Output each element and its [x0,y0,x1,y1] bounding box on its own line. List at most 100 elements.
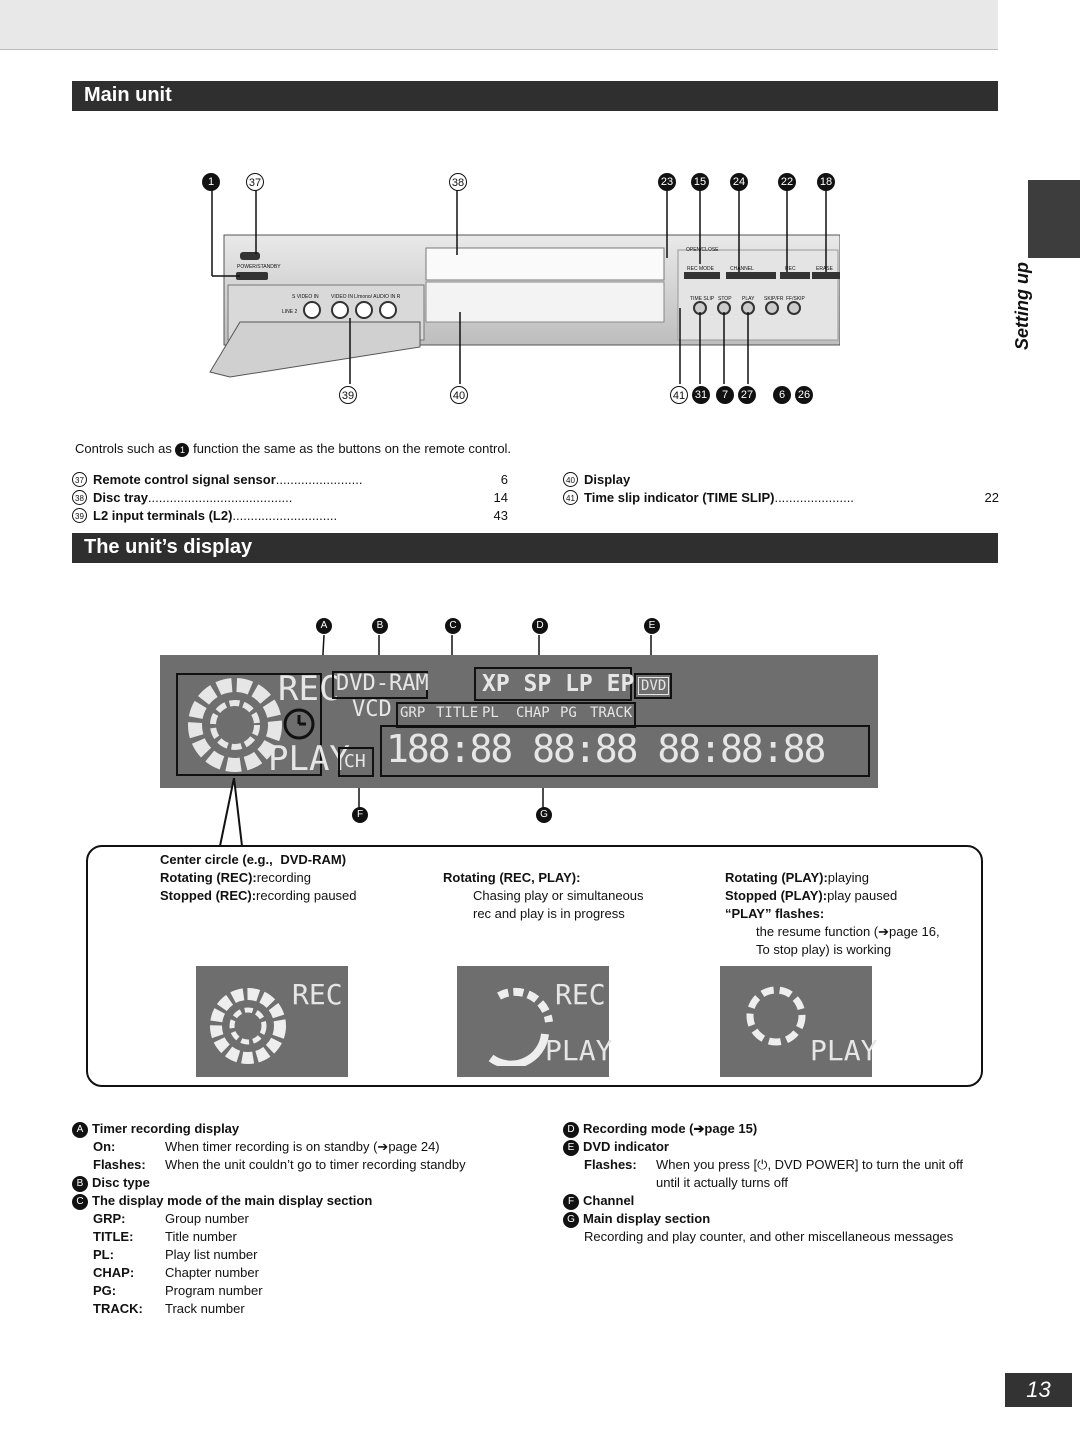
callout-number: 22 [778,173,796,191]
rec-mode-box [474,667,632,701]
panel-label: REC MODE [687,266,714,272]
display-rec: REC [278,669,340,709]
legend-mode-row: CHAP:Chapter number [93,1265,259,1280]
panel-label: L/mono/ AUDIO IN R [354,294,401,300]
legend-mode-row: PG:Program number [93,1283,263,1298]
item-page: 6 [500,472,508,487]
callout-col2-line1: Chasing play or simultaneous [473,888,644,903]
display-vcd: VCD [352,697,392,722]
panel-label: FF/SKIP [786,296,805,302]
panel-label: SKIP/FR [764,296,784,302]
item-dots [630,472,999,490]
callout-col3-line3: “PLAY” flashes: [725,906,825,921]
panel-label: ERASE [816,266,833,272]
display-track: TRACK [590,705,633,721]
side-label: Setting up [1012,262,1032,350]
thumb-rec-label: REC [555,978,606,1011]
callout-number: 6 [773,386,791,404]
legend-mode-row: TITLE:Title number [93,1229,237,1244]
timer-clock-icon [283,708,315,740]
thumb-rec-label: REC [292,978,343,1011]
callout-number: 37 [246,173,264,191]
callout-col1-head-a: Center circle (e.g., [160,852,273,867]
item-label: L2 input terminals (L2) [93,508,233,523]
display-segments: 188:88 88:88 88:88:88 [386,727,826,771]
item-label: Remote control signal sensor [93,472,276,487]
callout-col3-line2: Stopped (PLAY):play paused [725,888,898,903]
legend-a-flashes: Flashes:When the unit couldn’t go to tim… [93,1157,466,1172]
callout-number: 40 [450,386,468,404]
callout-number: 41 [670,386,688,404]
thumb-play-label: PLAY [810,1034,878,1067]
panel-label: VIDEO IN [331,294,353,300]
item-row: 39 L2 input terminals (L2) .............… [72,508,508,526]
item-row: 40 Display [563,472,999,490]
item-label: Time slip indicator (TIME SLIP) [584,490,775,505]
display-chap: CHAP [516,705,550,721]
controls-note-tail: function the same as the buttons on the … [193,441,512,456]
item-page: 22 [984,490,999,505]
item-page: 43 [493,508,508,523]
front-panel-drawing [209,190,868,384]
item-number: 38 [72,490,87,505]
item-dots: ...................... [774,490,854,505]
panel-label: PLAY [742,296,755,302]
thumb-play-label: PLAY [545,1034,613,1067]
callout-number: 15 [691,173,709,191]
display-pg: PG [560,705,577,721]
panel-label: TIME SLIP [690,296,715,302]
section-heading-main-unit: Main unit [72,81,998,111]
center-circle-callout [86,845,983,1087]
display-letter: G [536,807,552,823]
controls-note: Controls such as 1 function the same as … [75,441,511,457]
callout-pointer [218,778,244,847]
panel-label: REC [785,266,796,272]
thumb-play-rotating: PLAY [720,966,877,1077]
display-letter: A [316,618,332,634]
callout-col2-head: Rotating (REC, PLAY): [443,870,581,885]
front-panel-illustration [200,172,868,412]
panel-label: OPEN/CLOSE [686,247,719,253]
mode-box [396,702,636,728]
item-dots: ............................. [232,508,338,523]
callout-col3-line1: Rotating (PLAY):playing [725,870,869,885]
panel-label: LINE 2 [282,309,298,315]
display-letter: E [644,618,660,634]
callout-number: 7 [716,386,734,404]
thumb-chase-icon [488,987,553,1066]
item-number: 40 [563,472,578,487]
callout-number: 27 [738,386,756,404]
item-dots: ........................ [275,472,363,487]
legend-a-on: On:When timer recording is on standby (➔… [93,1139,440,1154]
thumb-disc-icon [210,988,286,1064]
item-row: 38 Disc tray ...........................… [72,490,508,508]
callout-col3-line4: the resume function (➔page 16, [756,924,940,939]
thumb-play-disc-icon [746,986,806,1046]
display-letter: C [445,618,461,634]
display-pl: PL [482,705,499,721]
items-list-left: 37 Remote control signal sensor ........… [72,472,508,526]
disc-circle-icon [188,678,282,772]
item-number: 37 [72,472,87,487]
top-band [0,0,998,50]
legend-g-text: Recording and play counter, and other mi… [584,1229,954,1244]
item-row: 37 Remote control signal sensor ........… [72,472,508,490]
unit-display: REC PLAY DVD-RAM VCD XP SP LP EP DVD GRP… [160,655,878,788]
display-grp: GRP [400,705,426,721]
callout-number: 38 [449,173,467,191]
page-number: 13 [1005,1373,1072,1407]
thumb-rec-play: REC PLAY [457,966,613,1077]
controls-note-number: 1 [175,443,190,457]
center-circle-box [176,673,322,776]
display-title: TITLE [436,705,479,721]
items-list-right: 40 Display 41 Time slip indicator (TIME … [563,472,999,508]
display-play: PLAY [268,739,350,779]
display-ch: CH [344,751,366,772]
dvd-indicator-box [634,673,672,699]
item-dots: ........................................ [147,490,293,505]
